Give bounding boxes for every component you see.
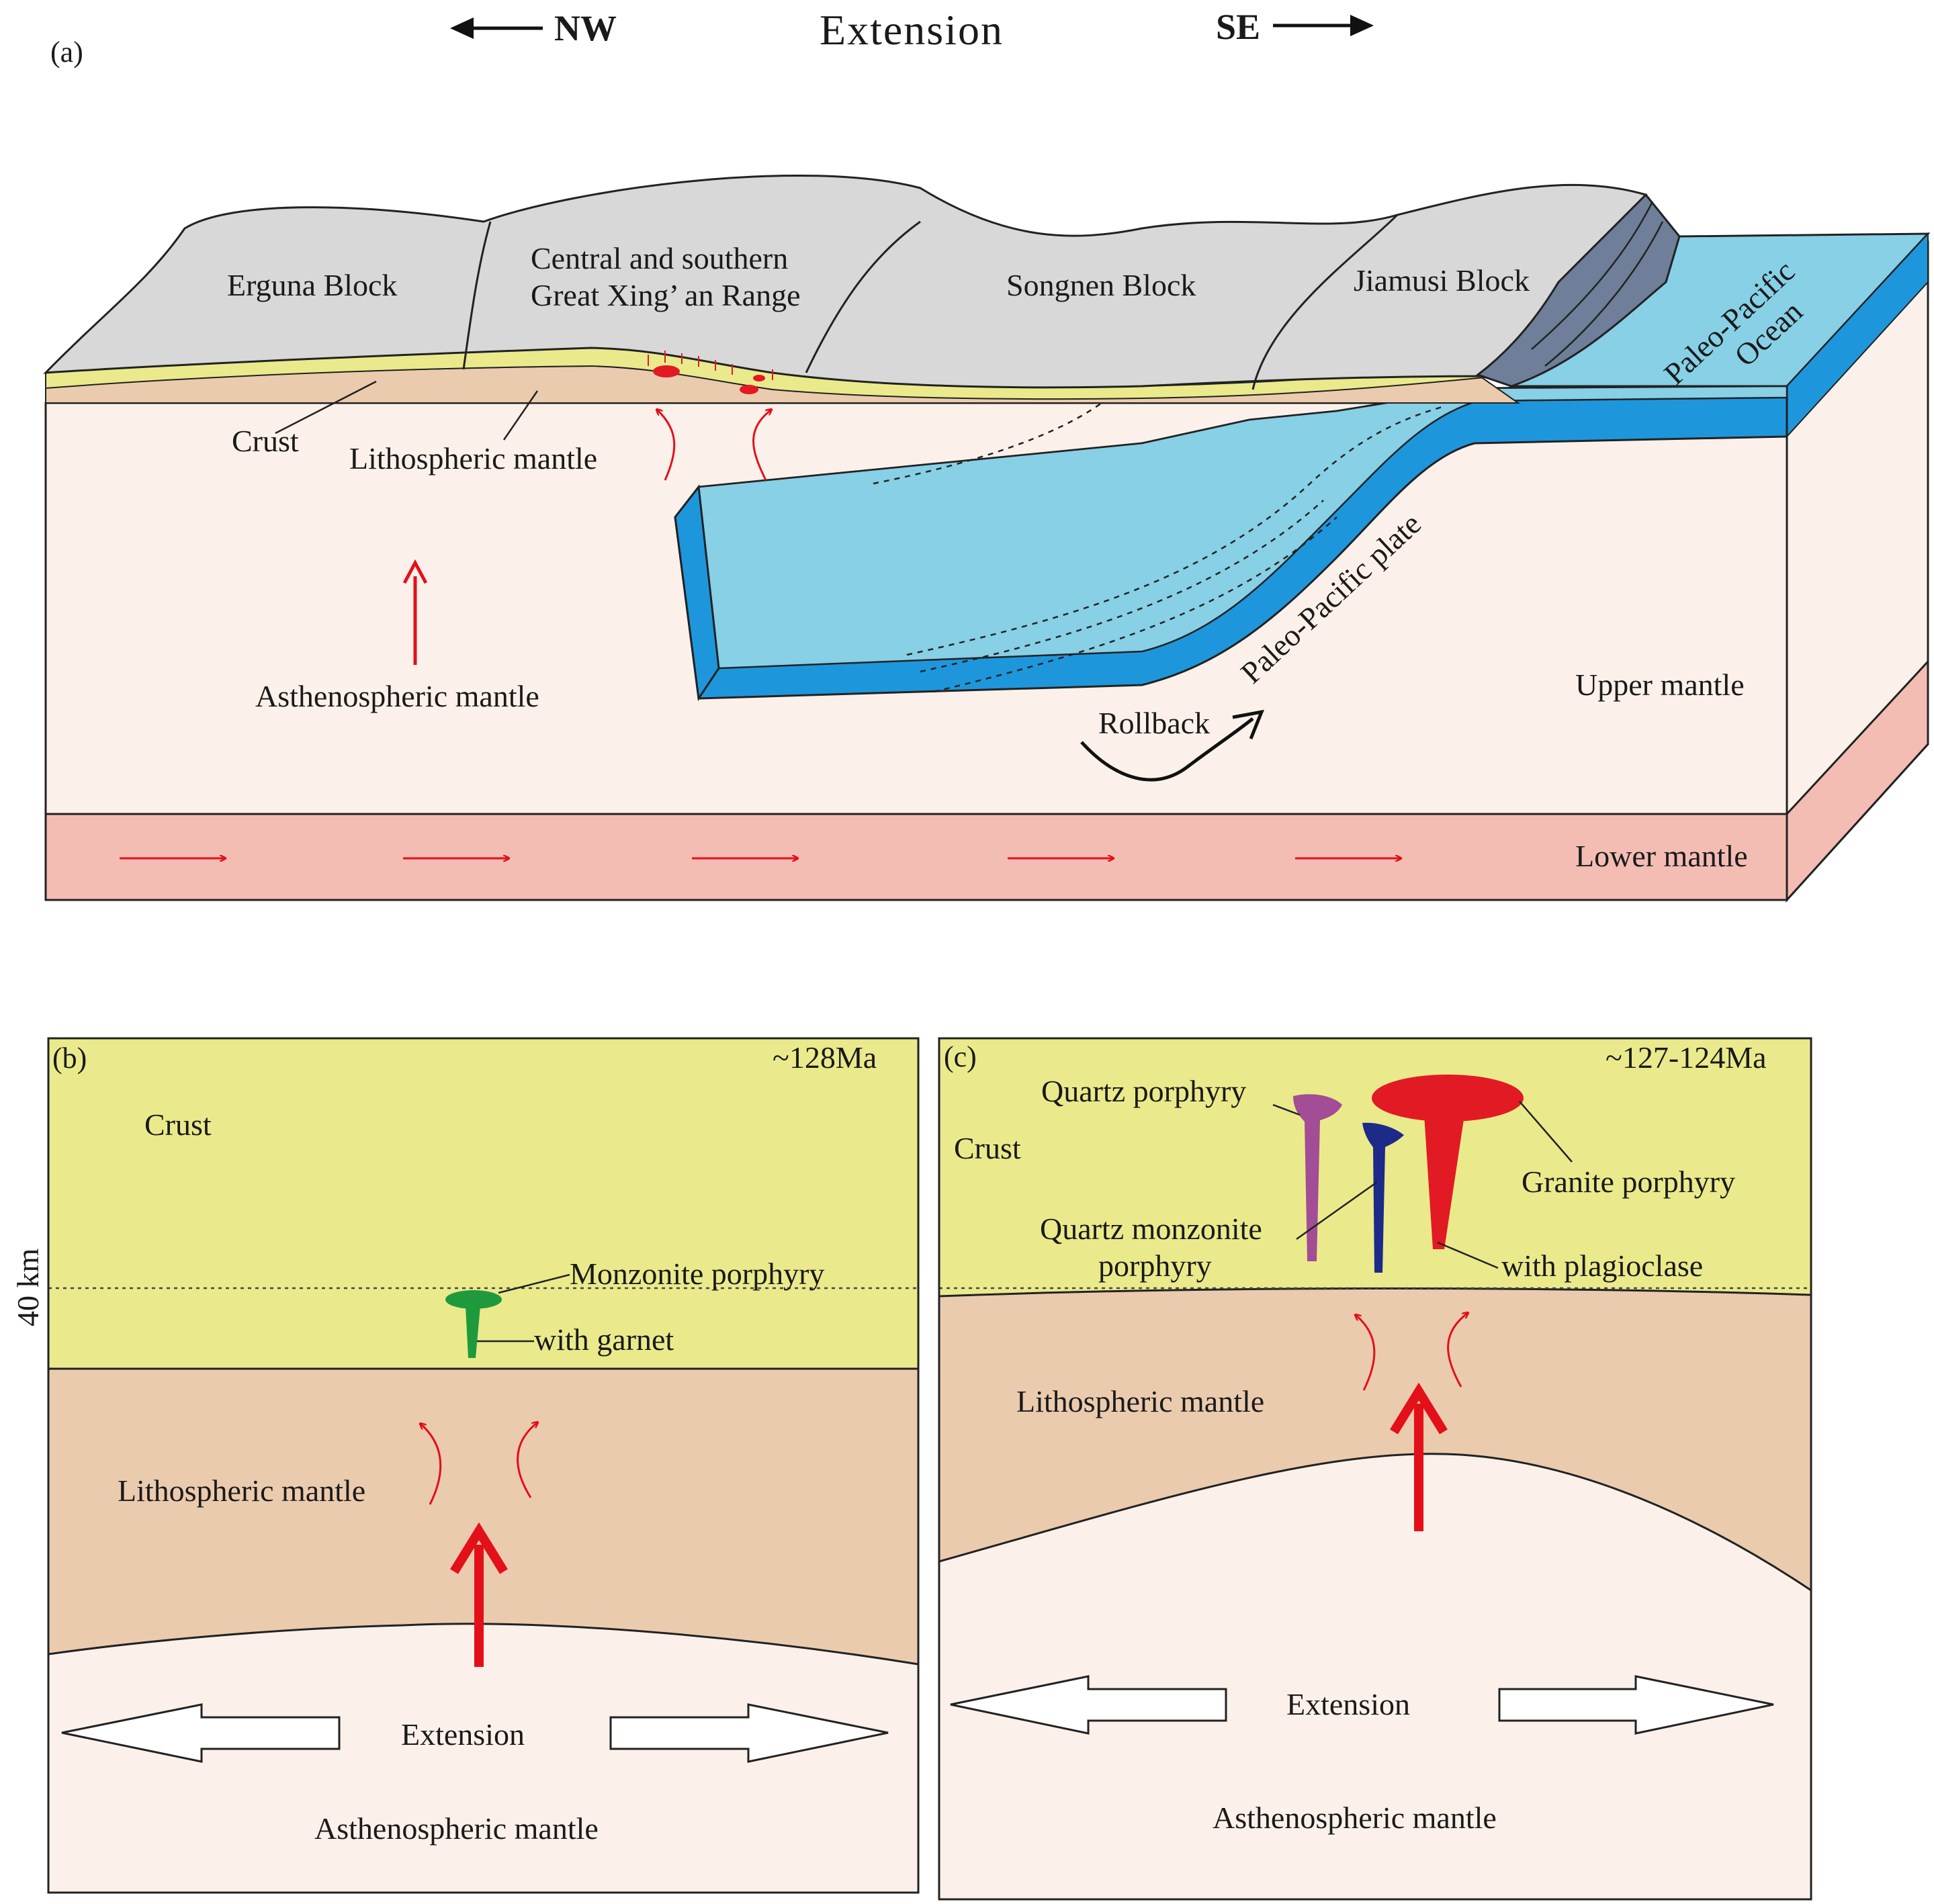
lith-mantle-label-c: Lithospheric mantle xyxy=(1016,1384,1264,1418)
lith-leader xyxy=(502,390,539,441)
granite-porphyry-intrusion-icon xyxy=(1372,1075,1524,1249)
panel-a: (a) NW Extension SE Erguna Block Central… xyxy=(43,6,1931,903)
panel-c-tag: (c) xyxy=(944,1040,977,1073)
upper-mantle-label: Upper mantle xyxy=(1575,668,1745,702)
block-boundaries xyxy=(462,214,1399,390)
asth-mantle-layer-c xyxy=(939,1453,1811,1899)
lith-mantle-layer-c xyxy=(939,1288,1811,1590)
quartz-porphyry-label: Quartz porphyry xyxy=(1041,1074,1246,1108)
lower-mantle-layer xyxy=(44,813,1788,901)
crust-label-b: Crust xyxy=(144,1107,212,1142)
qm-porphyry-label-2: porphyry xyxy=(1098,1249,1212,1283)
panel-c-frame xyxy=(938,1037,1812,1901)
panel-b-frame xyxy=(47,1037,920,1894)
crust-leader xyxy=(275,380,377,435)
nw-arrow-icon xyxy=(450,17,543,39)
se-label: SE xyxy=(1216,7,1260,47)
with-garnet-label: with garnet xyxy=(534,1322,674,1357)
panel-a-tag: (a) xyxy=(50,36,83,69)
songnen-block-label: Songnen Block xyxy=(1006,268,1196,302)
red-up-arrow-b-icon xyxy=(450,1522,508,1667)
quartz-porphyry-intrusion-icon xyxy=(1293,1094,1342,1261)
monzonite-intrusion-icon xyxy=(445,1290,502,1358)
asth-mantle-layer-b xyxy=(48,1623,918,1893)
asth-mantle-label-c: Asthenospheric mantle xyxy=(1213,1801,1497,1835)
lith-mantle-label-b: Lithospheric mantle xyxy=(118,1474,365,1508)
slab-dashed-lines xyxy=(873,402,1445,693)
granite-porphyry-label: Granite porphyry xyxy=(1522,1165,1735,1199)
extension-label-c: Extension xyxy=(1286,1687,1410,1721)
crust-layer-b xyxy=(48,1038,918,1369)
lower-mantle-label: Lower mantle xyxy=(1575,839,1748,873)
extension-right-arrow-b-icon xyxy=(609,1703,889,1763)
extension-left-arrow-c-icon xyxy=(950,1675,1227,1735)
crust-label-a: Crust xyxy=(232,424,299,458)
extension-right-arrow-c-icon xyxy=(1498,1675,1774,1735)
upwelling-arrows-a xyxy=(657,410,771,481)
lith-mantle-label-a: Lithospheric mantle xyxy=(349,441,597,475)
asthenosphere-up-arrow-icon xyxy=(402,559,428,665)
great-xingan-label-1: Central and southern xyxy=(531,241,788,275)
qm-porphyry-label-1: Quartz monzonite xyxy=(1040,1212,1262,1246)
rollback-label: Rollback xyxy=(1098,706,1210,740)
panel-b-tag: (b) xyxy=(52,1042,87,1075)
lith-mantle-layer-b xyxy=(48,1369,918,1664)
crust-label-c: Crust xyxy=(954,1131,1021,1165)
quartz-monzonite-intrusion-icon xyxy=(1362,1122,1404,1273)
panel-c: (c) ~127-124Ma Quartz porphyry Crust Gra… xyxy=(938,1037,1812,1901)
extension-left-arrow-b-icon xyxy=(61,1703,341,1763)
magma-pockets xyxy=(648,351,773,394)
great-xingan-label-2: Great Xing’ an Range xyxy=(531,278,801,312)
asth-mantle-label-b: Asthenospheric mantle xyxy=(314,1811,599,1846)
nw-label: NW xyxy=(554,8,617,48)
se-arrow-icon xyxy=(1273,15,1374,36)
red-up-arrow-c-icon xyxy=(1390,1382,1448,1531)
upwelling-arrows-c xyxy=(1356,1313,1468,1391)
asth-mantle-label-a: Asthenospheric mantle xyxy=(255,679,539,713)
extension-title: Extension xyxy=(820,6,1004,54)
panel-c-age: ~127-124Ma xyxy=(1606,1040,1767,1075)
jiamusi-block-label: Jiamusi Block xyxy=(1354,263,1530,298)
continental-blocks xyxy=(43,175,1648,389)
panel-b-age: ~128Ma xyxy=(773,1040,877,1075)
monzonite-porphyry-label: Monzonite porphyry xyxy=(570,1257,824,1291)
extension-label-b: Extension xyxy=(401,1717,525,1752)
depth-label: 40 km xyxy=(11,1249,45,1327)
panel-b: (b) ~128Ma Crust 40 km Monzonite porphyr… xyxy=(11,1037,920,1894)
erguna-block-label: Erguna Block xyxy=(227,268,397,302)
rollback-arrow-icon xyxy=(1080,709,1265,782)
slab-edge-face xyxy=(674,484,720,702)
with-plagioclase-label: with plagioclase xyxy=(1501,1249,1703,1283)
upwelling-arrows-b xyxy=(421,1422,537,1505)
